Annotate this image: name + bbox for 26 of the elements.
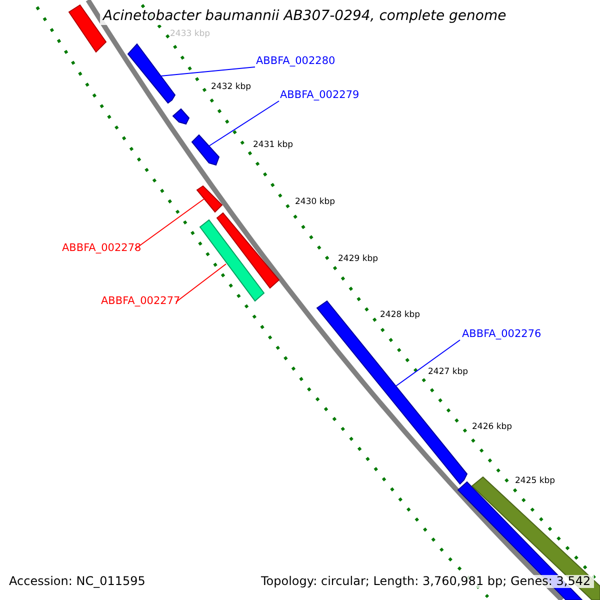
gene-feature [199, 219, 265, 302]
tick-label: 2433 kbp [170, 30, 210, 40]
leader-line [208, 100, 280, 146]
leader-line [176, 264, 226, 302]
gene-feature [196, 185, 223, 213]
genome-summary: Topology: circular; Length: 3,760,981 bp; Genes: 3,542 [258, 575, 594, 588]
leader-line [134, 198, 204, 250]
tick-label: 2426 kbp [472, 423, 512, 432]
tick-label: 2429 kbp [338, 255, 378, 264]
gene-label: ABBFA_002277 [101, 296, 180, 308]
tick-label: 2425 kbp [515, 477, 556, 486]
tick-label: 2431 kbp [253, 141, 294, 150]
gene-feature [191, 134, 220, 166]
gene-label: ABBFA_002279 [280, 90, 360, 102]
gene-label: ABBFA_002276 [462, 329, 542, 341]
gene-feature [172, 108, 190, 125]
tick-label: 2428 kbp [380, 311, 420, 320]
gene-feature [127, 43, 176, 104]
tick-label: 2430 kbp [295, 198, 336, 208]
gene-feature [216, 212, 280, 289]
tick-label: 2427 kbp [428, 368, 468, 378]
tick-label: 2432 kbp [211, 83, 252, 92]
gene-label: ABBFA_002280 [256, 56, 336, 68]
leader-line [160, 66, 256, 76]
leader-line [396, 340, 460, 386]
gene-label: ABBFA_002278 [62, 243, 142, 255]
